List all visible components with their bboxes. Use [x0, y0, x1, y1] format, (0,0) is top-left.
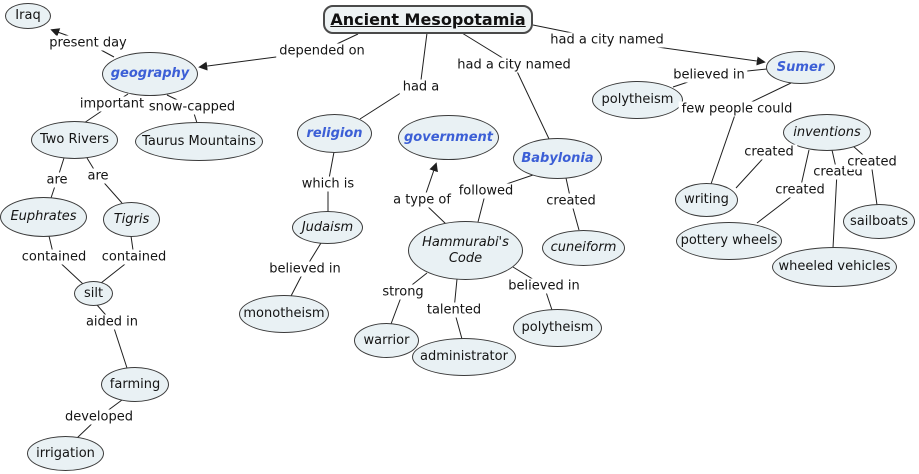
node-taurus-mountains[interactable]: Taurus Mountains [135, 122, 263, 161]
link-label-created-cuneiform[interactable]: created [543, 193, 599, 209]
node-irrigation[interactable]: irrigation [27, 436, 104, 471]
node-monotheism[interactable]: monotheism [239, 295, 329, 333]
link-label-aided-in[interactable]: aided in [82, 314, 142, 330]
node-judaism[interactable]: Judaism [292, 211, 363, 244]
link-label-had-a-city-named-sumer[interactable]: had a city named [547, 32, 667, 48]
node-farming[interactable]: farming [101, 367, 169, 402]
edge-babylonia-hammurabi [477, 174, 534, 223]
edge-title-religion [359, 32, 428, 120]
link-label-believed-in-sumer[interactable]: believed in [670, 67, 748, 83]
link-label-had-a-city-named-babylonia[interactable]: had a city named [454, 57, 574, 73]
link-label-believed-in-hammurabi[interactable]: believed in [505, 278, 583, 294]
node-euphrates[interactable]: Euphrates [0, 197, 87, 237]
node-sailboats[interactable]: sailboats [843, 204, 915, 239]
node-sumer[interactable]: Sumer [766, 51, 835, 84]
node-writing[interactable]: writing [675, 183, 738, 217]
node-religion[interactable]: religion [297, 114, 372, 153]
link-label-which-is[interactable]: which is [298, 176, 358, 192]
node-government[interactable]: government [398, 115, 499, 160]
link-label-contained-tigris[interactable]: contained [98, 249, 170, 265]
link-label-few-people-could[interactable]: few people could [678, 101, 796, 117]
link-label-a-type-of[interactable]: a type of [390, 192, 454, 208]
node-ancient-mesopotamia[interactable]: Ancient Mesopotamia [323, 5, 533, 34]
link-label-contained-euphrates[interactable]: contained [18, 249, 90, 265]
node-two-rivers[interactable]: Two Rivers [31, 121, 118, 159]
link-label-are-tigris[interactable]: are [84, 168, 112, 184]
node-cuneiform[interactable]: cuneiform [542, 230, 625, 266]
link-label-had-a[interactable]: had a [399, 79, 443, 95]
link-label-important[interactable]: important [76, 96, 148, 112]
node-pottery-wheels[interactable]: pottery wheels [676, 222, 782, 260]
node-babylonia[interactable]: Babylonia [513, 138, 602, 179]
link-label-developed[interactable]: developed [61, 409, 137, 425]
link-label-talented[interactable]: talented [423, 302, 485, 318]
node-geography[interactable]: geography [102, 52, 198, 96]
node-warrior[interactable]: warrior [354, 323, 419, 358]
link-label-are-euphrates[interactable]: are [43, 172, 71, 188]
node-silt[interactable]: silt [74, 281, 113, 306]
link-label-created-writing[interactable]: created [741, 144, 797, 160]
node-tigris[interactable]: Tigris [103, 202, 160, 237]
link-label-present-day[interactable]: present day [46, 35, 130, 51]
node-iraq[interactable]: Iraq [5, 3, 51, 29]
node-polytheism-hammurabi[interactable]: polytheism [513, 309, 602, 347]
link-label-created-sailboats[interactable]: created [844, 154, 900, 170]
edge-sumer-writing [710, 82, 792, 185]
link-label-snow-capped[interactable]: snow-capped [145, 99, 239, 115]
node-wheeled-vehicles[interactable]: wheeled vehicles [772, 247, 897, 287]
link-label-strong[interactable]: strong [379, 284, 427, 300]
link-label-believed-in-judaism[interactable]: believed in [266, 261, 344, 277]
link-label-depended-on[interactable]: depended on [276, 43, 368, 59]
node-inventions[interactable]: inventions [783, 114, 871, 151]
node-administrator[interactable]: administrator [412, 338, 516, 376]
link-label-followed[interactable]: followed [455, 183, 517, 199]
link-label-created-pottery-wheels[interactable]: created [772, 182, 828, 198]
node-polytheism-sumer[interactable]: polytheism [592, 81, 683, 119]
node-hammurabis-code[interactable]: Hammurabi's Code [408, 221, 523, 280]
